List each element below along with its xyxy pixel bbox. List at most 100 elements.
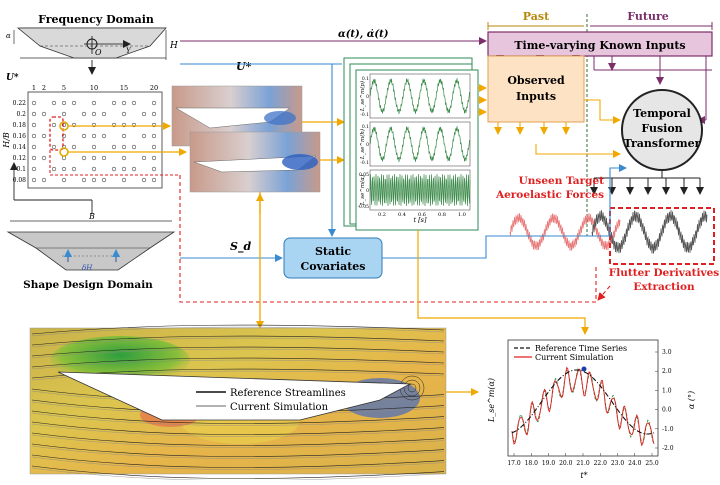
design-grid-frame [27,91,163,189]
grid-dot [91,155,97,161]
bc-x-label: t* [580,471,587,480]
reference-streamline [31,432,445,446]
grid-dot [61,133,67,139]
grid-dot [31,122,37,128]
grid-y-ticks: 0.220.20.180.160.140.120.10.08 [13,100,27,184]
legend-reference-text: Reference Streamlines [230,388,346,399]
grid-dot [121,111,127,117]
grid-dot [61,166,67,172]
red-dash-return [597,285,611,301]
grid-dot [91,177,97,183]
unseen-target-line1: Unseen Target [519,175,605,187]
reference-streamline [31,443,445,457]
grid-dot [121,155,127,161]
unseen-target-line2: Aeroelastic Forces [495,189,604,201]
known-inputs-rect [487,31,713,57]
grid-dot [41,155,47,161]
grid-dot [61,144,67,150]
grid-dot [61,111,67,117]
reference-streamline [31,454,445,468]
force-x-tick: 0.4 [398,212,406,218]
force-y-tick: 0.1 [362,76,369,82]
grid-dot [101,155,107,161]
grid-y-tick: 0.14 [13,144,27,151]
force-plots [369,73,471,211]
bc-reference-series [511,367,655,444]
grid-y-axis-label: H/B [2,132,11,149]
grid-y-tick: 0.12 [13,155,27,162]
force-y-labels: L_se^m(p)0.10-0.1L_se^m(h)0.10-0.1L_se^m… [357,76,369,210]
grid-dot [101,133,107,139]
reference-streamline [31,465,445,479]
grid-dot [131,144,137,150]
wake-vortex [407,383,417,393]
grid-dot [111,100,117,106]
grid-dot [31,166,37,172]
u-star-flow-label: U* [236,60,252,73]
bc-x-tick: 22.0 [594,460,608,467]
bc-y-tick: 2.0 [662,368,672,375]
grid-dot [111,122,117,128]
red-dash-loop [179,175,597,303]
alpha-input-label: α(t), α̇(t) [338,29,389,40]
grid-dots [31,100,157,183]
grid-dot [141,177,147,183]
grid-dot [121,166,127,172]
bc-y-right-label: α (°) [687,391,696,409]
alpha-label: α [6,32,11,40]
static-line2: Covariates [301,260,366,273]
bottom-chart-y-ticks: 3.02.01.00.0-1.0-2.0 [655,349,674,452]
grid-y-tick: 0.2 [16,111,26,118]
grid-dot [151,122,157,128]
grid-y-tick: 0.22 [13,100,27,107]
reference-streamline [31,357,445,368]
grid-dot [151,100,157,106]
force-series-line [369,126,471,163]
frequency-domain-panel: Frequency Domain O Y α H U* [6,13,178,83]
observed-inputs-line2: Inputs [516,90,556,103]
bc-y-tick: 3.0 [662,349,672,356]
grid-dot [151,144,157,150]
tft-line3: Transformer [624,137,701,150]
forces-to-chart-arrow [417,230,589,335]
grid-dot [151,177,157,183]
current-streamline [31,348,445,359]
force-y-tick: 0 [366,94,369,100]
current-streamline [31,456,445,470]
grid-dot [111,166,117,172]
grid-dot [31,100,37,106]
grid-dot [131,166,137,172]
grid-dot [41,133,47,139]
grid-dot [91,100,97,106]
dh-label: δH [82,264,93,272]
frequency-domain-title: Frequency Domain [38,13,154,26]
grid-dot [141,133,147,139]
tft-outputs [590,170,704,195]
grid-dot [131,122,137,128]
grid-dot [51,166,57,172]
reference-streamline [31,324,445,335]
predicted-waveform [509,210,708,254]
grid-dot [141,111,147,117]
bc-y-tick: -1.0 [662,426,674,433]
force-x-tick: 1.0 [458,212,466,218]
sd-label: S_d [230,240,251,254]
force-y-tick: -0.1 [360,160,369,166]
grid-dot [121,177,127,183]
bc-y-left-label: L_se^m(α) [487,378,496,423]
force-x-tick: 0.8 [438,212,446,218]
observed-fanout [494,99,621,158]
tft-line1: Temporal [633,107,691,120]
grid-dot [151,111,157,117]
grid-dot [91,144,97,150]
bc-x-tick: 21.0 [576,460,590,467]
grid-x-tick: 20 [150,84,158,92]
grid-dot [81,177,87,183]
grid-dot [121,100,127,106]
grid-dot [31,111,37,117]
red-dash-left [49,150,180,176]
grid-dot [91,166,97,172]
